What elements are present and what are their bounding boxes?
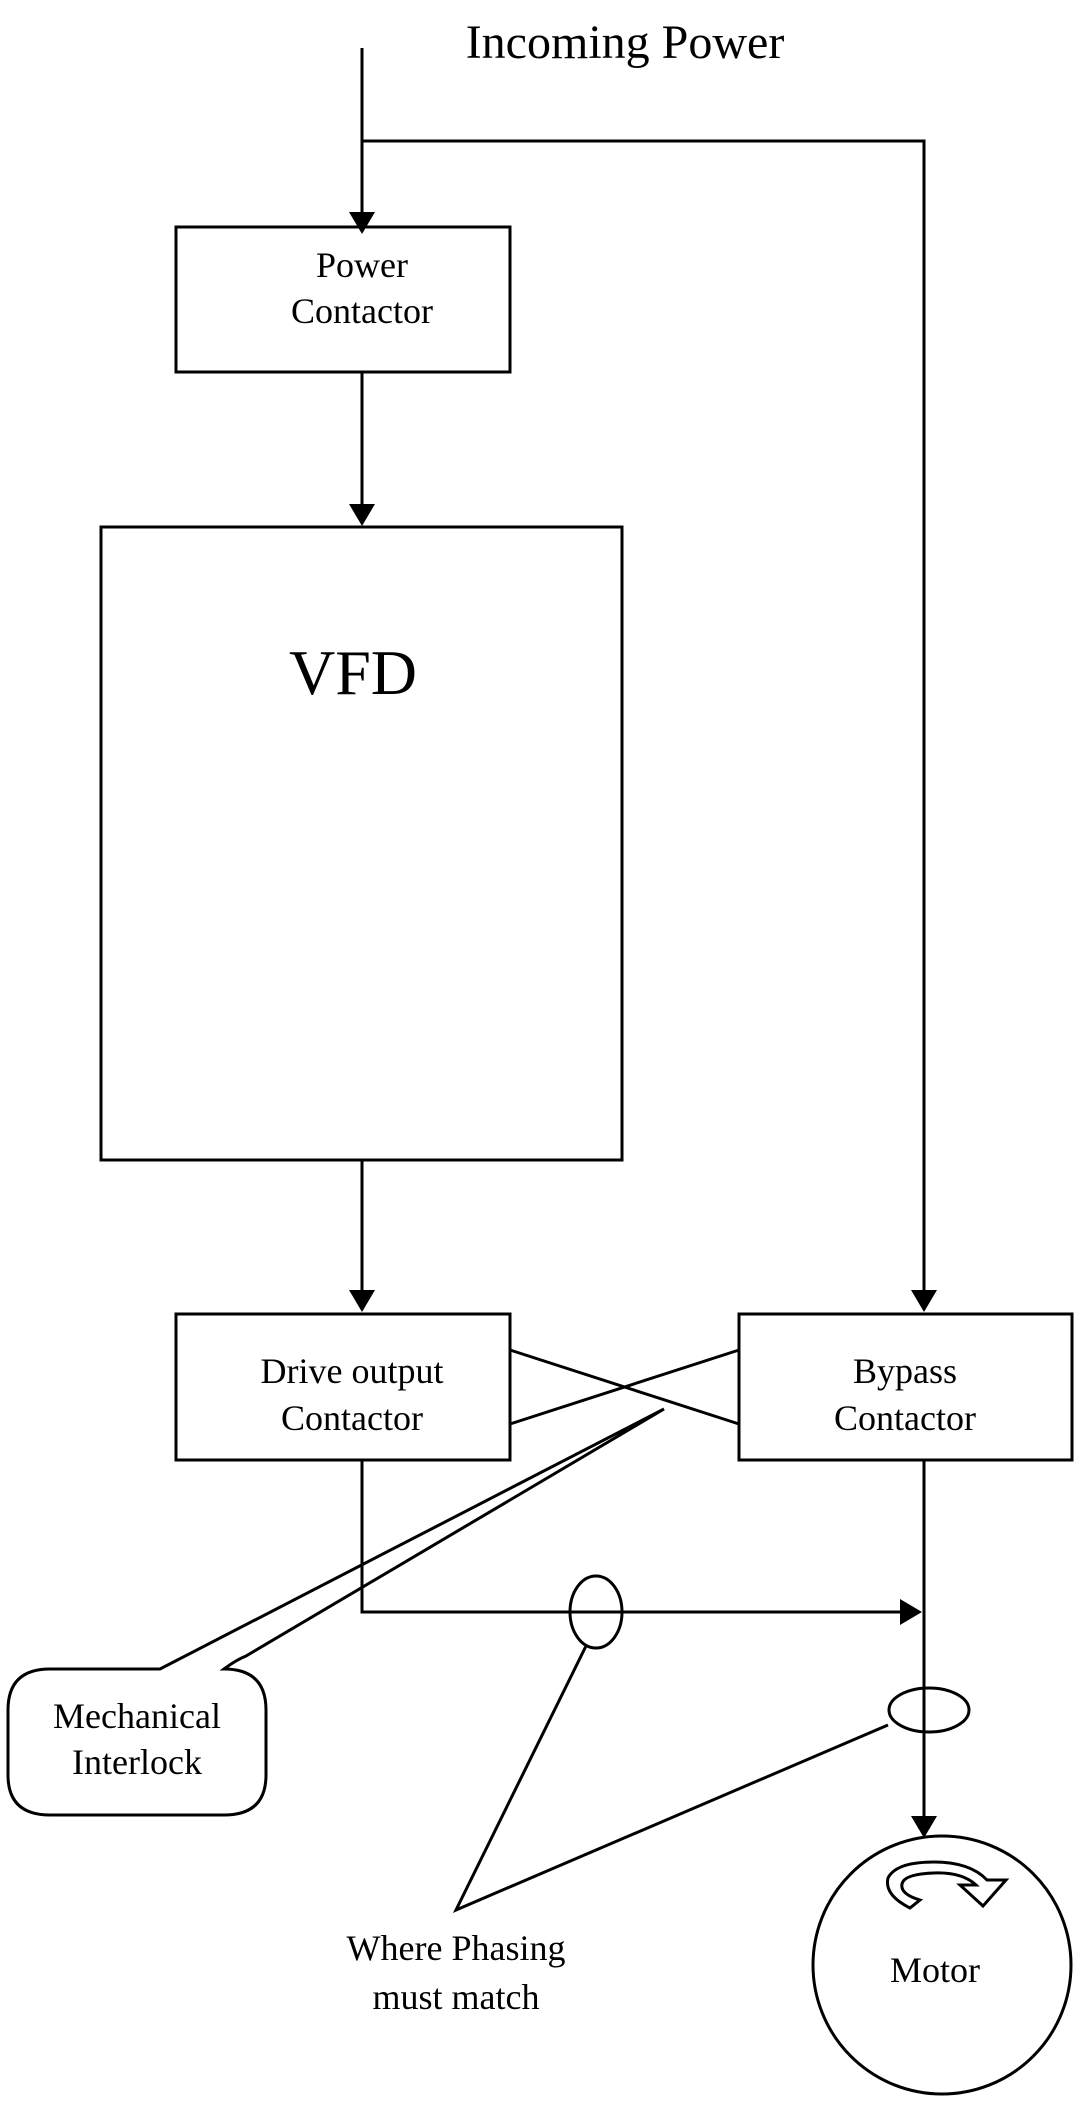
mechanical-interlock-callout: Mechanical Interlock [6,1407,665,1817]
vfd-label: VFD [289,637,417,708]
bypass-to-motor-wire [911,1460,937,1838]
drive-output-contactor-label-line2: Contactor [281,1398,423,1438]
drive-output-contactor: Drive output Contactor [174,1312,512,1462]
vfd-block: VFD [99,525,624,1162]
motor: Motor [811,1834,1073,2096]
bypass-contactor-label-line1: Bypass [853,1351,957,1391]
rotation-arrow-icon [885,1860,1010,1910]
interlock-link [509,1348,740,1426]
incoming-power-label: Incoming Power [466,16,785,69]
power-contactor-label-line1: Power [316,245,408,285]
power-contactor-label-line2: Contactor [291,291,433,331]
incoming-power-feed [349,48,937,1312]
phasing-marker-drive [568,1574,624,1650]
mechanical-interlock-label-line2: Interlock [72,1742,202,1782]
mechanical-interlock-label-line1: Mechanical [53,1696,221,1736]
phasing-marker-bypass [887,1686,971,1734]
drive-output-contactor-label-line1: Drive output [261,1351,444,1391]
bypass-contactor-label-line2: Contactor [834,1398,976,1438]
power-contactor-to-vfd-wire [349,372,375,526]
phasing-note-line1: Where Phasing [347,1928,566,1968]
vfd-to-drive-output-wire [349,1160,375,1312]
phasing-note-line2: must match [373,1977,540,2017]
motor-label: Motor [890,1950,980,1990]
phasing-callout: Where Phasing must match [347,1645,889,2017]
bypass-contactor: Bypass Contactor [737,1312,1074,1462]
drive-output-to-motor-wire [360,1460,922,1625]
power-contactor: Power Contactor [174,225,512,374]
